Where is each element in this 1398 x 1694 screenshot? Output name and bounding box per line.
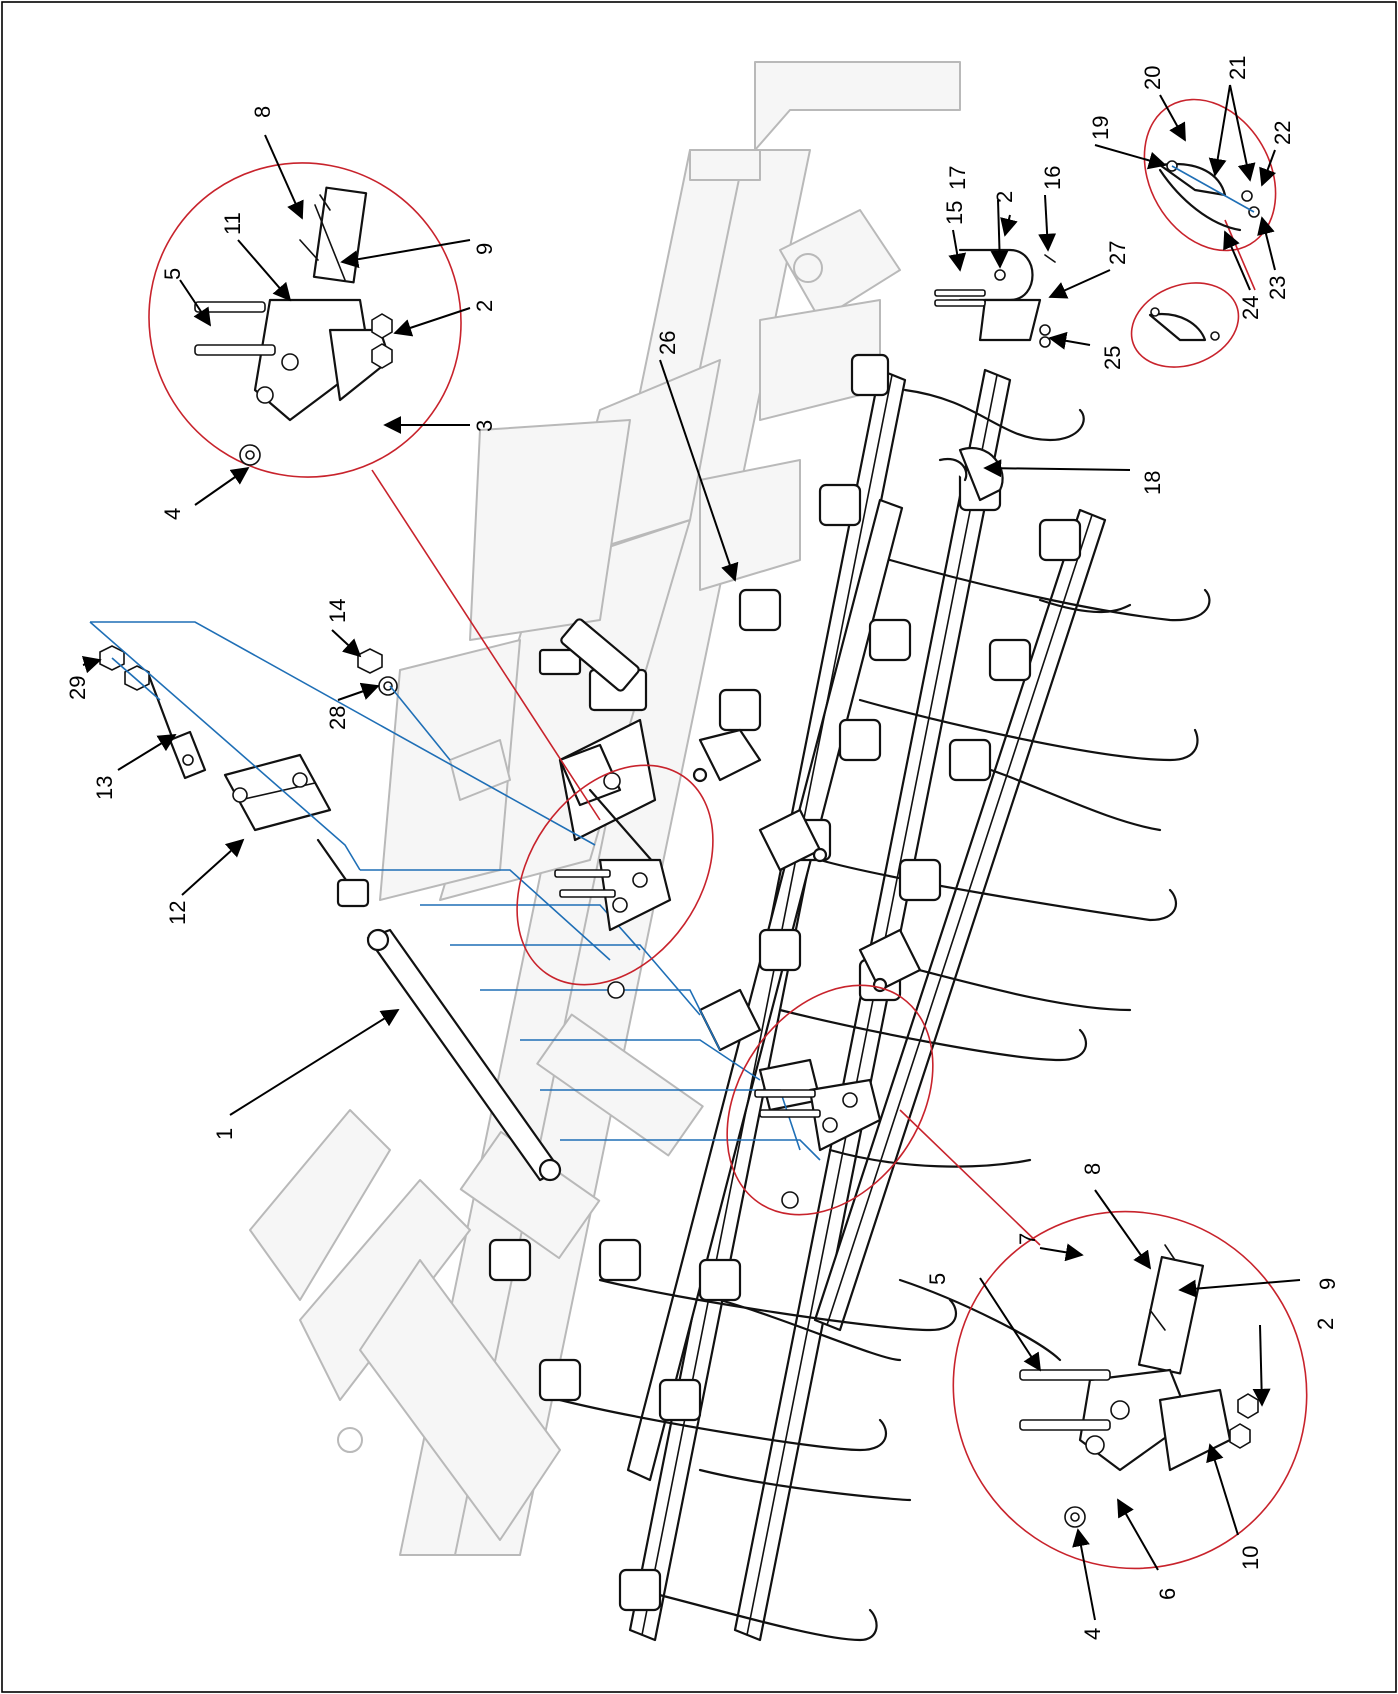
callout-28: 28 (325, 706, 350, 730)
tool-bars (626, 368, 1107, 1642)
callout-2b: 2 (992, 191, 1017, 203)
detail-view-bracket-lower (726, 984, 934, 1216)
callout-22: 22 (1270, 121, 1295, 145)
callout-4b: 4 (1080, 1628, 1105, 1640)
shank-clamps (488, 353, 1082, 1612)
callout-8a: 8 (250, 106, 275, 118)
leader-arrows (81, 84, 1301, 1621)
callout-29: 29 (65, 676, 90, 700)
callout-9b: 9 (1315, 1278, 1340, 1290)
callout-24: 24 (1238, 296, 1263, 320)
callout-4a: 4 (160, 508, 185, 520)
detail-view-shank-shovel-small (1130, 282, 1240, 368)
detail-view-bracket-middle (516, 764, 714, 999)
callout-2c: 2 (1313, 1318, 1338, 1330)
callout-17: 17 (945, 166, 970, 190)
callout-26: 26 (655, 331, 680, 355)
rockshaft-assembly (366, 618, 662, 1182)
clamp-assembly (934, 248, 1056, 348)
s-tine-shanks (558, 388, 1211, 1642)
callout-3: 3 (472, 420, 497, 432)
callout-16: 16 (1040, 166, 1065, 190)
detail-view-bracket-upper (148, 162, 462, 478)
callout-15: 15 (942, 201, 967, 225)
callout-27: 27 (1105, 241, 1130, 265)
assembly-lines (89, 621, 821, 1161)
callout-5a: 5 (160, 268, 185, 280)
callout-11: 11 (220, 212, 245, 235)
callout-21: 21 (1225, 56, 1250, 80)
callout-10: 10 (1238, 1546, 1263, 1570)
callout-5b: 5 (925, 1273, 950, 1285)
callout-14: 14 (325, 599, 350, 623)
clevis-rod (146, 671, 207, 780)
callout-25: 25 (1100, 346, 1125, 370)
callout-23: 23 (1265, 276, 1290, 300)
callout-18: 18 (1140, 471, 1165, 495)
callout-1: 1 (212, 1128, 237, 1140)
callout-2a: 2 (472, 300, 497, 312)
callout-13: 13 (92, 776, 117, 800)
nut-and-washer (357, 648, 511, 801)
callout-6: 6 (1155, 1588, 1180, 1600)
callout-labels: 1 2 2 2 3 4 4 5 5 6 7 8 8 9 9 10 11 12 1… (65, 56, 1340, 1640)
callout-8b: 8 (1080, 1163, 1105, 1175)
callout-19: 19 (1088, 116, 1113, 140)
detail-view-shank-shovel (1143, 98, 1277, 252)
callout-9a: 9 (472, 243, 497, 255)
detail-view-bracket-enlarged (952, 1210, 1308, 1570)
hydraulic-cylinder (223, 753, 370, 908)
callout-7: 7 (1015, 1233, 1040, 1245)
callout-20: 20 (1140, 66, 1165, 90)
callout-12: 12 (165, 901, 190, 925)
